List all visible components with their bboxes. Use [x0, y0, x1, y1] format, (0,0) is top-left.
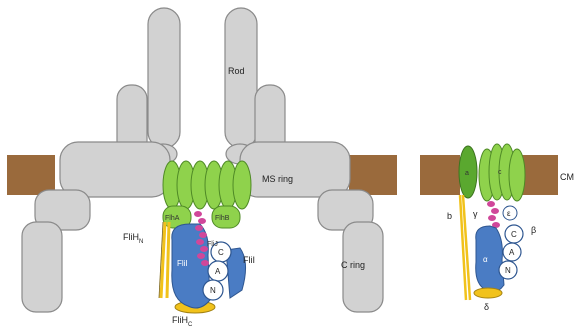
- membrane-atpase-right: [522, 155, 558, 195]
- atpase-c2-label: C: [511, 230, 517, 239]
- flii-right-label: FliI: [243, 255, 255, 265]
- flij-bead: [198, 218, 206, 224]
- atpase-c-ring: [479, 144, 525, 201]
- flij-bead: [199, 232, 207, 238]
- atpase-beta-label: β: [531, 225, 536, 235]
- atpase-delta-base: [474, 288, 502, 298]
- atpase-alpha-body: [476, 226, 504, 292]
- c-ring-left: [22, 222, 62, 312]
- atpase-c-label: c: [498, 169, 502, 176]
- flha-label: FlhA: [165, 215, 180, 222]
- membrane-left: [7, 155, 55, 195]
- gamma-bead: [488, 215, 496, 221]
- membrane-atpase-left: [420, 155, 460, 195]
- atpase-delta-label: δ: [484, 302, 489, 312]
- flij-bead: [196, 239, 204, 245]
- c-ring-label: C ring: [341, 260, 365, 270]
- flih-c-sub: C: [188, 322, 193, 328]
- rod-label: Rod: [228, 66, 245, 76]
- flih-c-label: FliHC: [172, 315, 193, 328]
- cm-label: CM: [560, 172, 574, 182]
- atpase-gamma-label: γ: [473, 209, 478, 219]
- flij-bead: [195, 225, 203, 231]
- ms-ring-label: MS ring: [262, 174, 293, 184]
- atpase-alpha-label: α: [483, 255, 488, 264]
- c-ring-segment: [509, 149, 525, 201]
- flij-bead: [201, 260, 209, 266]
- flih-n-sub: N: [139, 239, 143, 245]
- export-gate-segment: [233, 161, 251, 209]
- flih-c-main: FliH: [172, 315, 188, 325]
- rod-right: [225, 8, 257, 148]
- gamma-bead: [491, 208, 499, 214]
- flhb-label: FlhB: [215, 215, 230, 222]
- flii-left-label: FliI: [177, 259, 188, 268]
- rod-left: [148, 8, 180, 148]
- atpase-a2-label: A: [509, 248, 515, 257]
- flih-n-label: FliHN: [123, 232, 143, 245]
- atpase-n2-label: N: [505, 266, 511, 275]
- flij-bead: [194, 211, 202, 217]
- flij-bead: [197, 253, 205, 259]
- atpase-epsilon-label: ε: [507, 209, 511, 218]
- atpase-b-label: b: [447, 211, 452, 221]
- flih-n-main: FliH: [123, 232, 139, 242]
- domain-a-label: A: [215, 267, 221, 276]
- atpase-b-stalk: [460, 195, 470, 300]
- membrane-middle: [349, 155, 397, 195]
- domain-n-label: N: [210, 286, 216, 295]
- ms-ring-right: [240, 142, 350, 197]
- ms-ring-left: [60, 142, 170, 197]
- flij-label: FliJ: [207, 241, 218, 248]
- domain-c-label: C: [218, 248, 224, 257]
- atpase-a-label: a: [465, 170, 469, 177]
- gamma-bead: [487, 201, 495, 207]
